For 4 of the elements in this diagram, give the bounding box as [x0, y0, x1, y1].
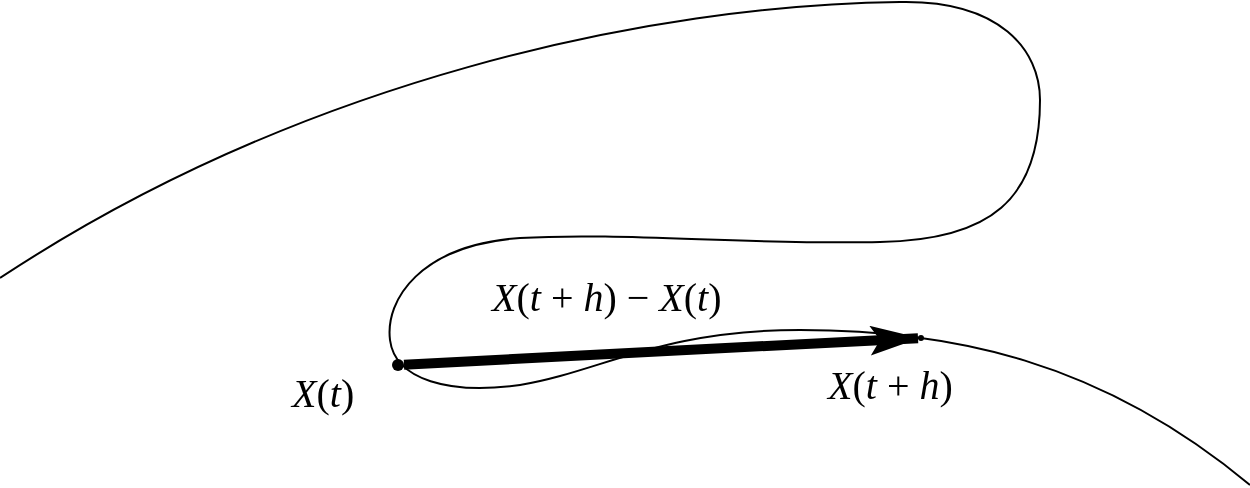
point-label: X(t + h) [828, 362, 953, 410]
point-label: X(t) [292, 370, 355, 418]
edge-label: X(t + h) − X(t) [492, 274, 722, 322]
arrow [403, 325, 920, 370]
